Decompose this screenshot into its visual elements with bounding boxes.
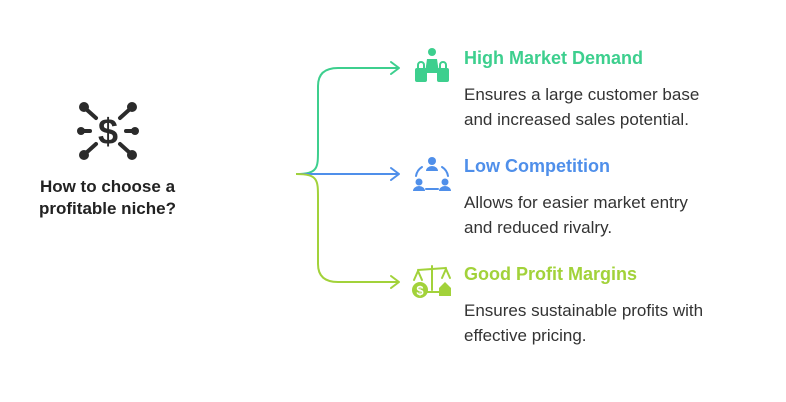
balance-scale-icon: $	[410, 262, 454, 302]
branch-title: High Market Demand	[464, 48, 644, 68]
branch-3-connector	[295, 173, 398, 283]
shopping-bags-icon	[410, 46, 454, 86]
root-label-line-1: How to choose a	[39, 177, 176, 196]
svg-text:$: $	[416, 283, 424, 298]
branch-description-line-1: Ensures sustainable profits with	[464, 301, 704, 320]
branch-title: Low Competition	[464, 156, 610, 176]
branch-description-line-1: Allows for easier market entry	[464, 193, 688, 212]
root-label-line-2: profitable niche?	[39, 199, 176, 218]
branch-description-line-1: Ensures a large customer base	[464, 85, 700, 104]
network-dollar-icon: $	[76, 100, 140, 162]
branch-1-connector	[295, 67, 398, 175]
branch-title: Good Profit Margins	[464, 264, 637, 284]
team-cycle-icon	[410, 154, 454, 194]
branch-3-arrowhead	[390, 275, 400, 289]
branch-description: Ensures sustainable profits with effecti…	[464, 298, 764, 348]
root-label: How to choose a profitable niche?	[20, 176, 195, 220]
branch-description-line-2: and increased sales potential.	[464, 110, 689, 129]
branch-1-arrowhead	[390, 61, 400, 75]
branch-description: Ensures a large customer base and increa…	[464, 82, 764, 132]
branch-description-line-2: effective pricing.	[464, 326, 587, 345]
svg-text:$: $	[98, 111, 118, 152]
branch-description: Allows for easier market entry and reduc…	[464, 190, 764, 240]
branch-description-line-2: and reduced rivalry.	[464, 218, 613, 237]
branch-2-arrowhead	[390, 167, 400, 181]
